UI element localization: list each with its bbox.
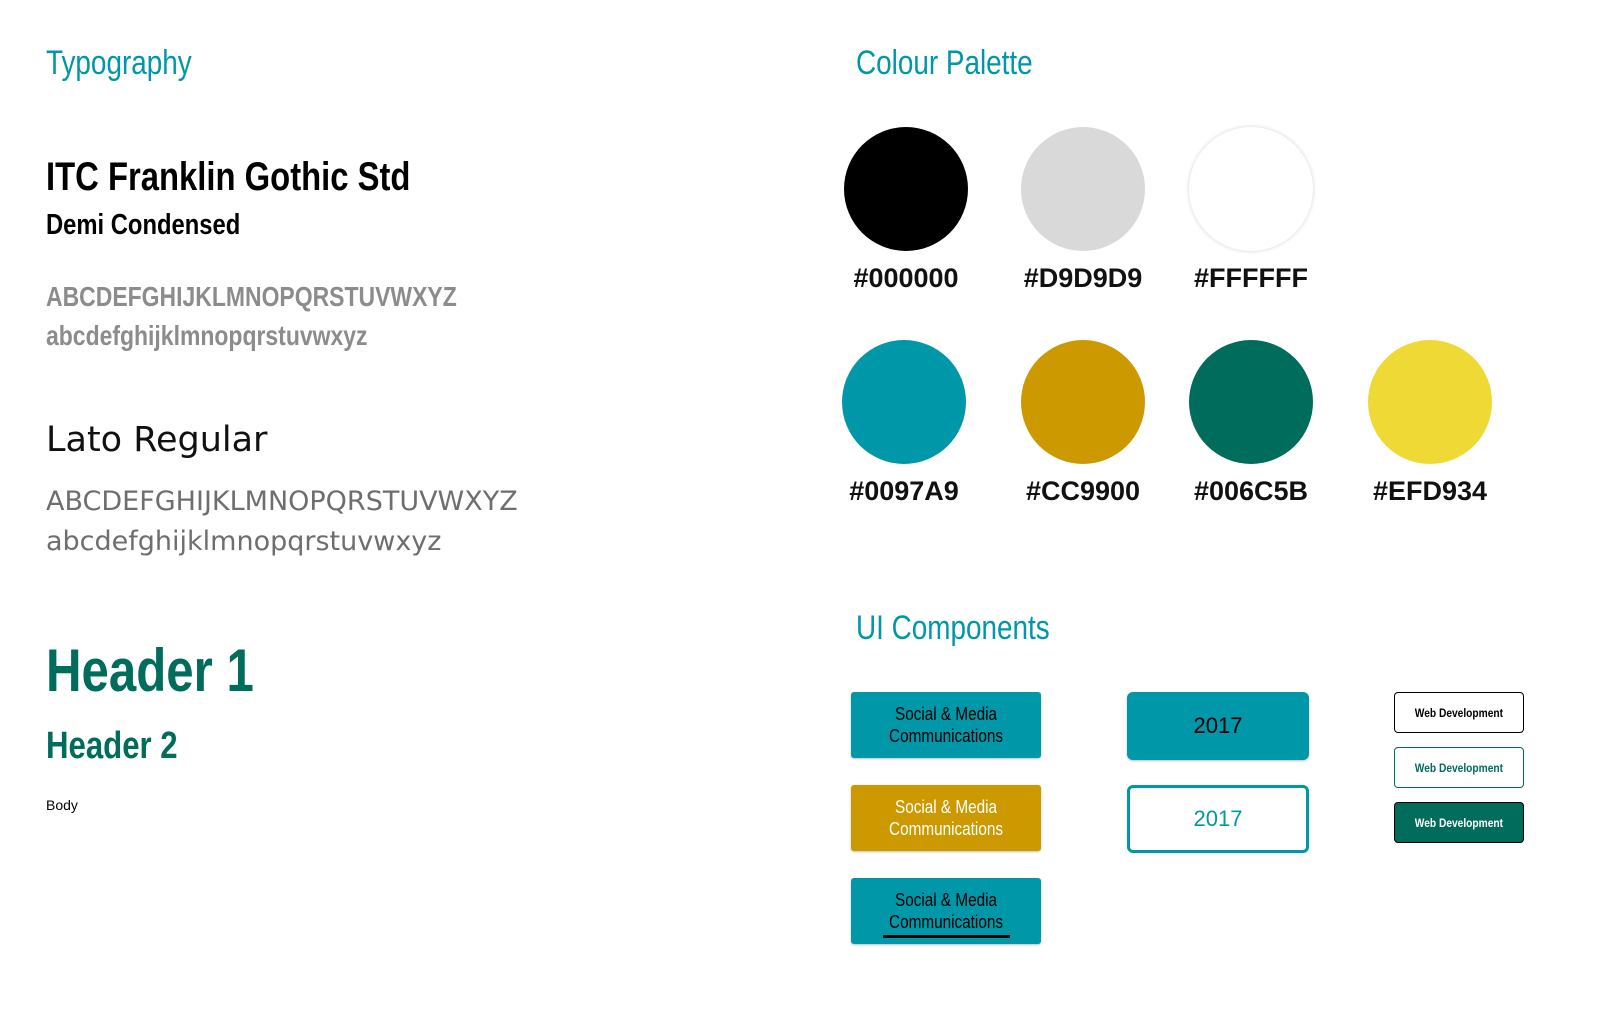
year-button-outline[interactable]: 2017 xyxy=(1127,785,1309,853)
color-swatch xyxy=(844,127,968,251)
color-hex-label: #CC9900 xyxy=(1025,476,1141,506)
font1-weight: Demi Condensed xyxy=(46,209,241,241)
font2-uppercase-sample: ABCDEFGHIJKLMNOPQRSTUVWXYZ xyxy=(46,486,518,517)
header2-sample: Header 2 xyxy=(46,725,178,767)
font1-uppercase-sample: ABCDEFGHIJKLMNOPQRSTUVWXYZ xyxy=(46,281,457,312)
color-swatch xyxy=(842,340,966,464)
category-button-hover[interactable]: Social & Media Communications xyxy=(851,785,1041,851)
color-swatch xyxy=(1189,127,1313,251)
category-button-default[interactable]: Social & Media Communications xyxy=(851,692,1041,758)
tag-button-active[interactable]: Web Development xyxy=(1394,802,1524,843)
color-hex-label: #EFD934 xyxy=(1372,476,1488,506)
category-button-active[interactable]: Social & Media Communications xyxy=(851,878,1041,944)
color-hex-label: #0097A9 xyxy=(849,476,959,506)
body-sample: Body xyxy=(46,797,78,813)
color-swatch xyxy=(1021,340,1145,464)
category-button-line1: Social & Media xyxy=(894,704,998,724)
category-button-line2: Communications xyxy=(889,912,1003,932)
color-hex-label: #FFFFFF xyxy=(1194,263,1308,293)
palette-title: Colour Palette xyxy=(856,44,1033,82)
color-hex-label: #D9D9D9 xyxy=(1023,263,1143,293)
category-button-line2: Communications xyxy=(889,819,1003,839)
category-button-line2: Communications xyxy=(889,726,1003,746)
color-swatch xyxy=(1189,340,1313,464)
font1-name: ITC Franklin Gothic Std xyxy=(46,155,411,199)
font1-lowercase-sample: abcdefghijklmnopqrstuvwxyz xyxy=(46,320,368,351)
category-button-line1: Social & Media xyxy=(894,890,998,910)
tag-button-label: Web Development xyxy=(1414,760,1504,775)
color-hex-label: #006C5B xyxy=(1193,476,1309,506)
tag-button-label: Web Development xyxy=(1414,705,1504,720)
category-button-line1: Social & Media xyxy=(894,797,998,817)
year-button-filled[interactable]: 2017 xyxy=(1127,692,1309,760)
color-swatch xyxy=(1368,340,1492,464)
tag-button-label: Web Development xyxy=(1414,815,1504,830)
header1-sample: Header 1 xyxy=(46,637,254,704)
components-title: UI Components xyxy=(856,609,1050,647)
typography-title: Typography xyxy=(46,44,192,82)
color-swatch xyxy=(1021,127,1145,251)
active-underline xyxy=(883,935,1010,938)
font2-lowercase-sample: abcdefghijklmnopqrstuvwxyz xyxy=(46,526,442,557)
tag-button-hover[interactable]: Web Development xyxy=(1394,747,1524,788)
tag-button-default[interactable]: Web Development xyxy=(1394,692,1524,733)
font2-name: Lato Regular xyxy=(46,420,268,460)
color-hex-label: #000000 xyxy=(853,263,959,293)
